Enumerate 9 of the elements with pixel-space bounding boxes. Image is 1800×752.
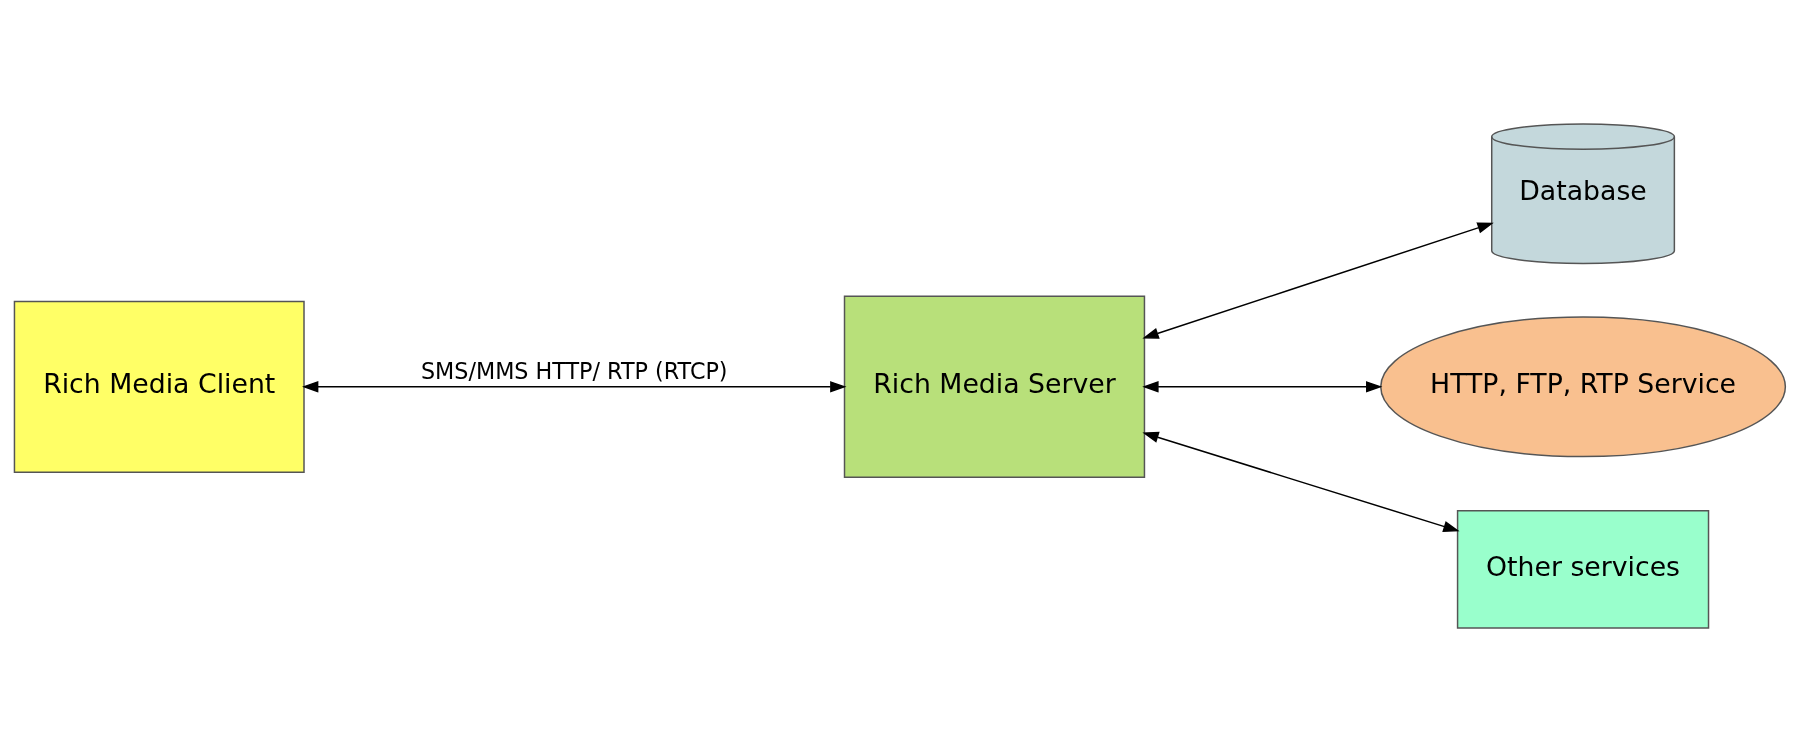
node-box: Rich Media Server — [843, 295, 1146, 479]
arrow — [302, 381, 847, 393]
node-ellipse: HTTP, FTP, RTP Service — [1380, 316, 1787, 458]
edge-label: SMS/MMS HTTP/ RTP (RTCP) — [420, 358, 728, 385]
arrow — [1142, 222, 1494, 339]
node-box: Rich Media Client — [13, 300, 305, 473]
node-box: Other services — [1456, 510, 1710, 629]
arrow — [1142, 381, 1383, 393]
arrow — [1142, 431, 1460, 532]
